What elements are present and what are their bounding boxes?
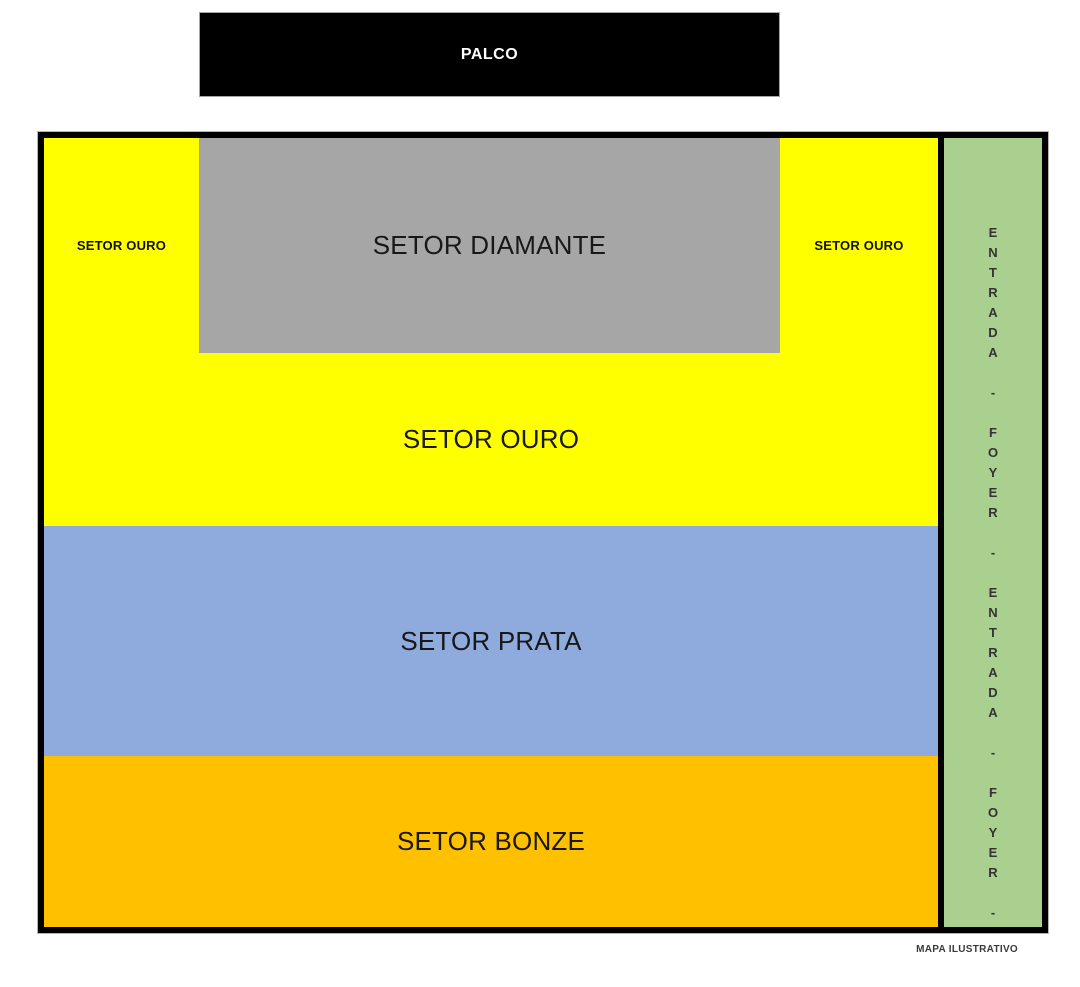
sector-ouro-main: SETOR OURO	[44, 353, 938, 526]
entrance-foyer-vertical-text: E N T R A D A - F O Y E R - E N T R A D …	[987, 225, 999, 920]
stage-bar: PALCO	[199, 12, 780, 97]
sector-prata-label: SETOR PRATA	[400, 625, 582, 656]
venue-map-box: SETOR OURO SETOR DIAMANTE SETOR OURO SET…	[38, 132, 1048, 933]
sector-diamante: SETOR DIAMANTE	[199, 138, 780, 353]
sector-ouro-main-label: SETOR OURO	[402, 424, 580, 454]
sector-ouro-left: SETOR OURO	[44, 138, 199, 353]
top-sector-row: SETOR OURO SETOR DIAMANTE SETOR OURO	[44, 138, 938, 353]
sector-ouro-right-label: SETOR OURO	[814, 238, 904, 253]
sector-bonze: SETOR BONZE	[44, 756, 938, 927]
sector-prata: SETOR PRATA	[44, 526, 938, 756]
map-illustrative-note: MAPA ILUSTRATIVO	[916, 944, 1018, 955]
venue-map-main-area: SETOR OURO SETOR DIAMANTE SETOR OURO SET…	[44, 138, 938, 927]
sector-ouro-left-label: SETOR OURO	[76, 238, 167, 253]
stage-label: PALCO	[460, 45, 519, 63]
sector-bonze-label: SETOR BONZE	[396, 826, 586, 856]
sector-ouro-right: SETOR OURO	[780, 138, 938, 353]
sector-diamante-label: SETOR DIAMANTE	[372, 230, 607, 260]
entrance-foyer-strip: E N T R A D A - F O Y E R - E N T R A D …	[938, 138, 1042, 927]
